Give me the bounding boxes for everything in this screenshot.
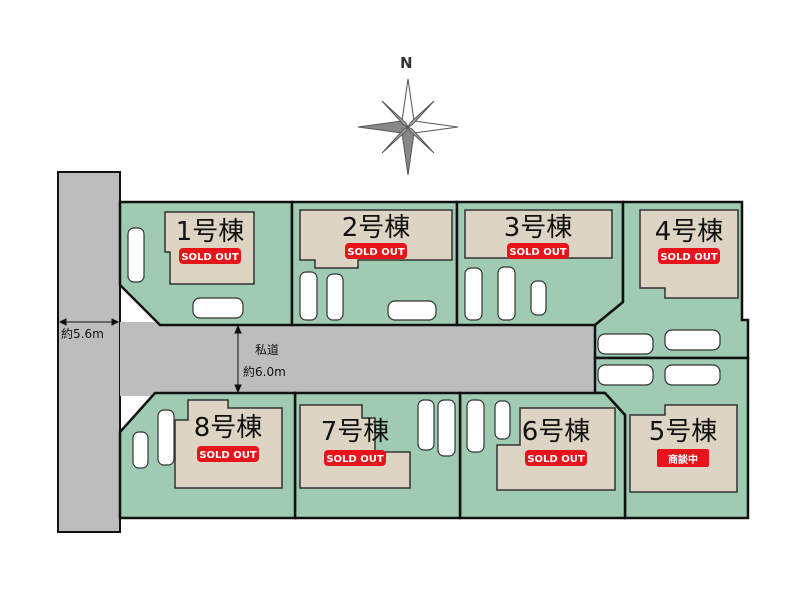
- svg-text:SOLD OUT: SOLD OUT: [660, 252, 717, 263]
- sold-out-badge: SOLD OUT: [324, 450, 386, 466]
- svg-text:SOLD OUT: SOLD OUT: [509, 247, 566, 258]
- private-road-dimension: [234, 324, 242, 394]
- sold-out-badge: SOLD OUT: [345, 243, 407, 259]
- svg-text:SOLD OUT: SOLD OUT: [199, 450, 256, 461]
- lot-label-1: 1号棟: [176, 217, 245, 247]
- north-label: N: [400, 54, 413, 72]
- private-road-width: 約6.0m: [243, 364, 286, 379]
- svg-text:商談中: 商談中: [668, 453, 698, 466]
- lot-label-6: 6号棟: [522, 417, 591, 447]
- sold-out-badge: SOLD OUT: [179, 248, 241, 264]
- sold-out-badge: SOLD OUT: [658, 248, 720, 264]
- house-8: [174, 399, 283, 489]
- lot-label-8: 8号棟: [194, 413, 263, 443]
- public-road-width: 約5.6m: [61, 326, 104, 341]
- lot-label-2: 2号棟: [342, 213, 411, 243]
- negotiating-badge: 商談中: [657, 449, 709, 467]
- svg-text:SOLD OUT: SOLD OUT: [347, 247, 404, 258]
- svg-text:SOLD OUT: SOLD OUT: [326, 454, 383, 465]
- sold-out-badge: SOLD OUT: [197, 446, 259, 462]
- public-road: [57, 171, 121, 533]
- house-6: [496, 407, 616, 491]
- house-5: [629, 404, 738, 493]
- house-2: [299, 209, 453, 269]
- private-road: [120, 322, 598, 396]
- public-road-dimension: [58, 318, 120, 326]
- lot-label-5: 5号棟: [649, 417, 718, 447]
- house-3: [464, 209, 613, 259]
- compass-icon: [357, 78, 459, 176]
- lot-label-4: 4号棟: [655, 217, 724, 247]
- sold-out-badge: SOLD OUT: [507, 243, 569, 259]
- svg-text:SOLD OUT: SOLD OUT: [181, 252, 238, 263]
- lot-label-7: 7号棟: [321, 417, 390, 447]
- private-road-label: 私道: [255, 343, 279, 357]
- parking-cars: [127, 227, 721, 469]
- sold-out-badge: SOLD OUT: [525, 450, 587, 466]
- lot-label-3: 3号棟: [504, 213, 573, 243]
- svg-text:SOLD OUT: SOLD OUT: [527, 454, 584, 465]
